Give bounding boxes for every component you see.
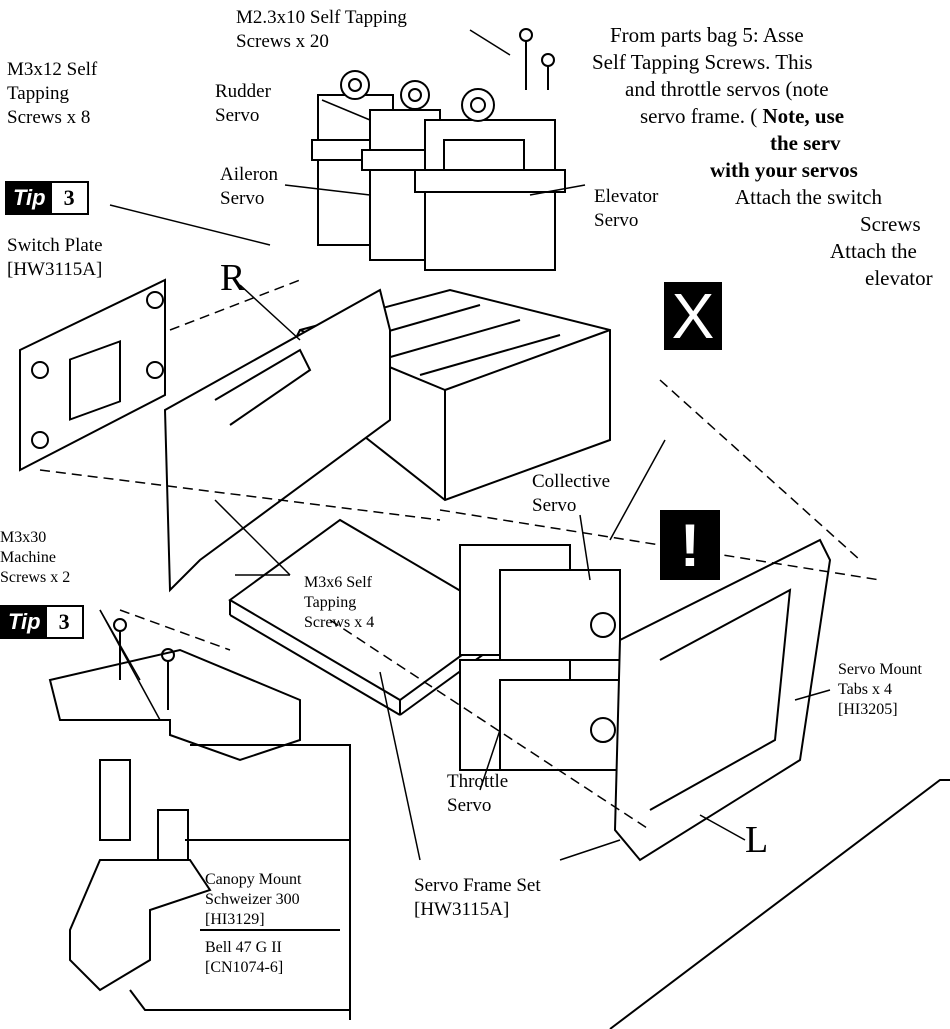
instruction-line-4: servo frame. ( Note, use [640, 104, 845, 128]
servo-frame-set-label: Servo Frame Set [HW3115A] [414, 875, 541, 920]
frame-l-drawing [613, 538, 832, 862]
throttle-servo-label: Throttle Servo [447, 771, 509, 816]
tip-word: Tip [2, 607, 47, 637]
tip-number: 3 [63, 185, 75, 210]
instruction-line-6: with your servos [710, 158, 858, 182]
rudder-servo-label: Rudder Servo [215, 81, 271, 126]
collective-servo-label: Collective Servo [532, 471, 611, 516]
instruction-line-10: elevator [865, 266, 933, 290]
instruction-line-2: Self Tapping Screws. This [592, 50, 813, 74]
warning-icon: ! [660, 510, 720, 580]
instruction-line-7: Attach the switch [735, 185, 882, 209]
m23-screws-label: M2.3x10 Self Tapping Screws x 20 [236, 7, 407, 52]
m3x30-screws-label: M3x30 Machine Screws x 2 [0, 529, 71, 586]
alignment-lines [39, 279, 881, 831]
lower-servos-drawing [459, 544, 621, 771]
tip-badge: Tip 3 [5, 181, 89, 215]
instruction-line-9: Attach the [830, 239, 917, 263]
servo-mount-tabs-label: Servo Mount Tabs x 4 [HI3205] [838, 661, 922, 718]
leader-lines [99, 29, 831, 861]
x-icon: X [664, 280, 722, 352]
canopy-mount-label: Canopy Mount Schweizer 300 [HI3129] [205, 871, 302, 928]
tip-badge: Tip 3 [0, 605, 84, 639]
instruction-line-1: From parts bag 5: Asse [610, 23, 804, 47]
instruction-line-3: and throttle servos (note [625, 77, 829, 101]
tip-word: Tip [7, 183, 52, 213]
top-screws-drawing [519, 28, 555, 90]
elevator-servo-label: Elevator Servo [594, 186, 659, 231]
m3x6-screws-label: M3x6 Self Tapping Screws x 4 [304, 574, 375, 631]
instruction-line-5: the serv [770, 131, 841, 155]
frame-r-drawing [163, 288, 391, 593]
switch-plate-drawing [19, 278, 166, 472]
instruction-line-8: Screws [860, 212, 921, 236]
frame-l-label: L [745, 819, 769, 861]
tip-number: 3 [58, 609, 70, 634]
canopy-mount-drawing [48, 618, 351, 1020]
aileron-servo-label: Aileron Servo [220, 164, 279, 209]
servo-stack-drawing [311, 70, 566, 271]
frame-r-label: R [220, 257, 246, 299]
m3x12-screws-label: M3x12 Self Tapping Screws x 8 [7, 59, 98, 128]
switch-plate-label: Switch Plate [HW3115A] [7, 235, 103, 280]
bell-47-label: Bell 47 G II [CN1074-6] [205, 939, 284, 976]
